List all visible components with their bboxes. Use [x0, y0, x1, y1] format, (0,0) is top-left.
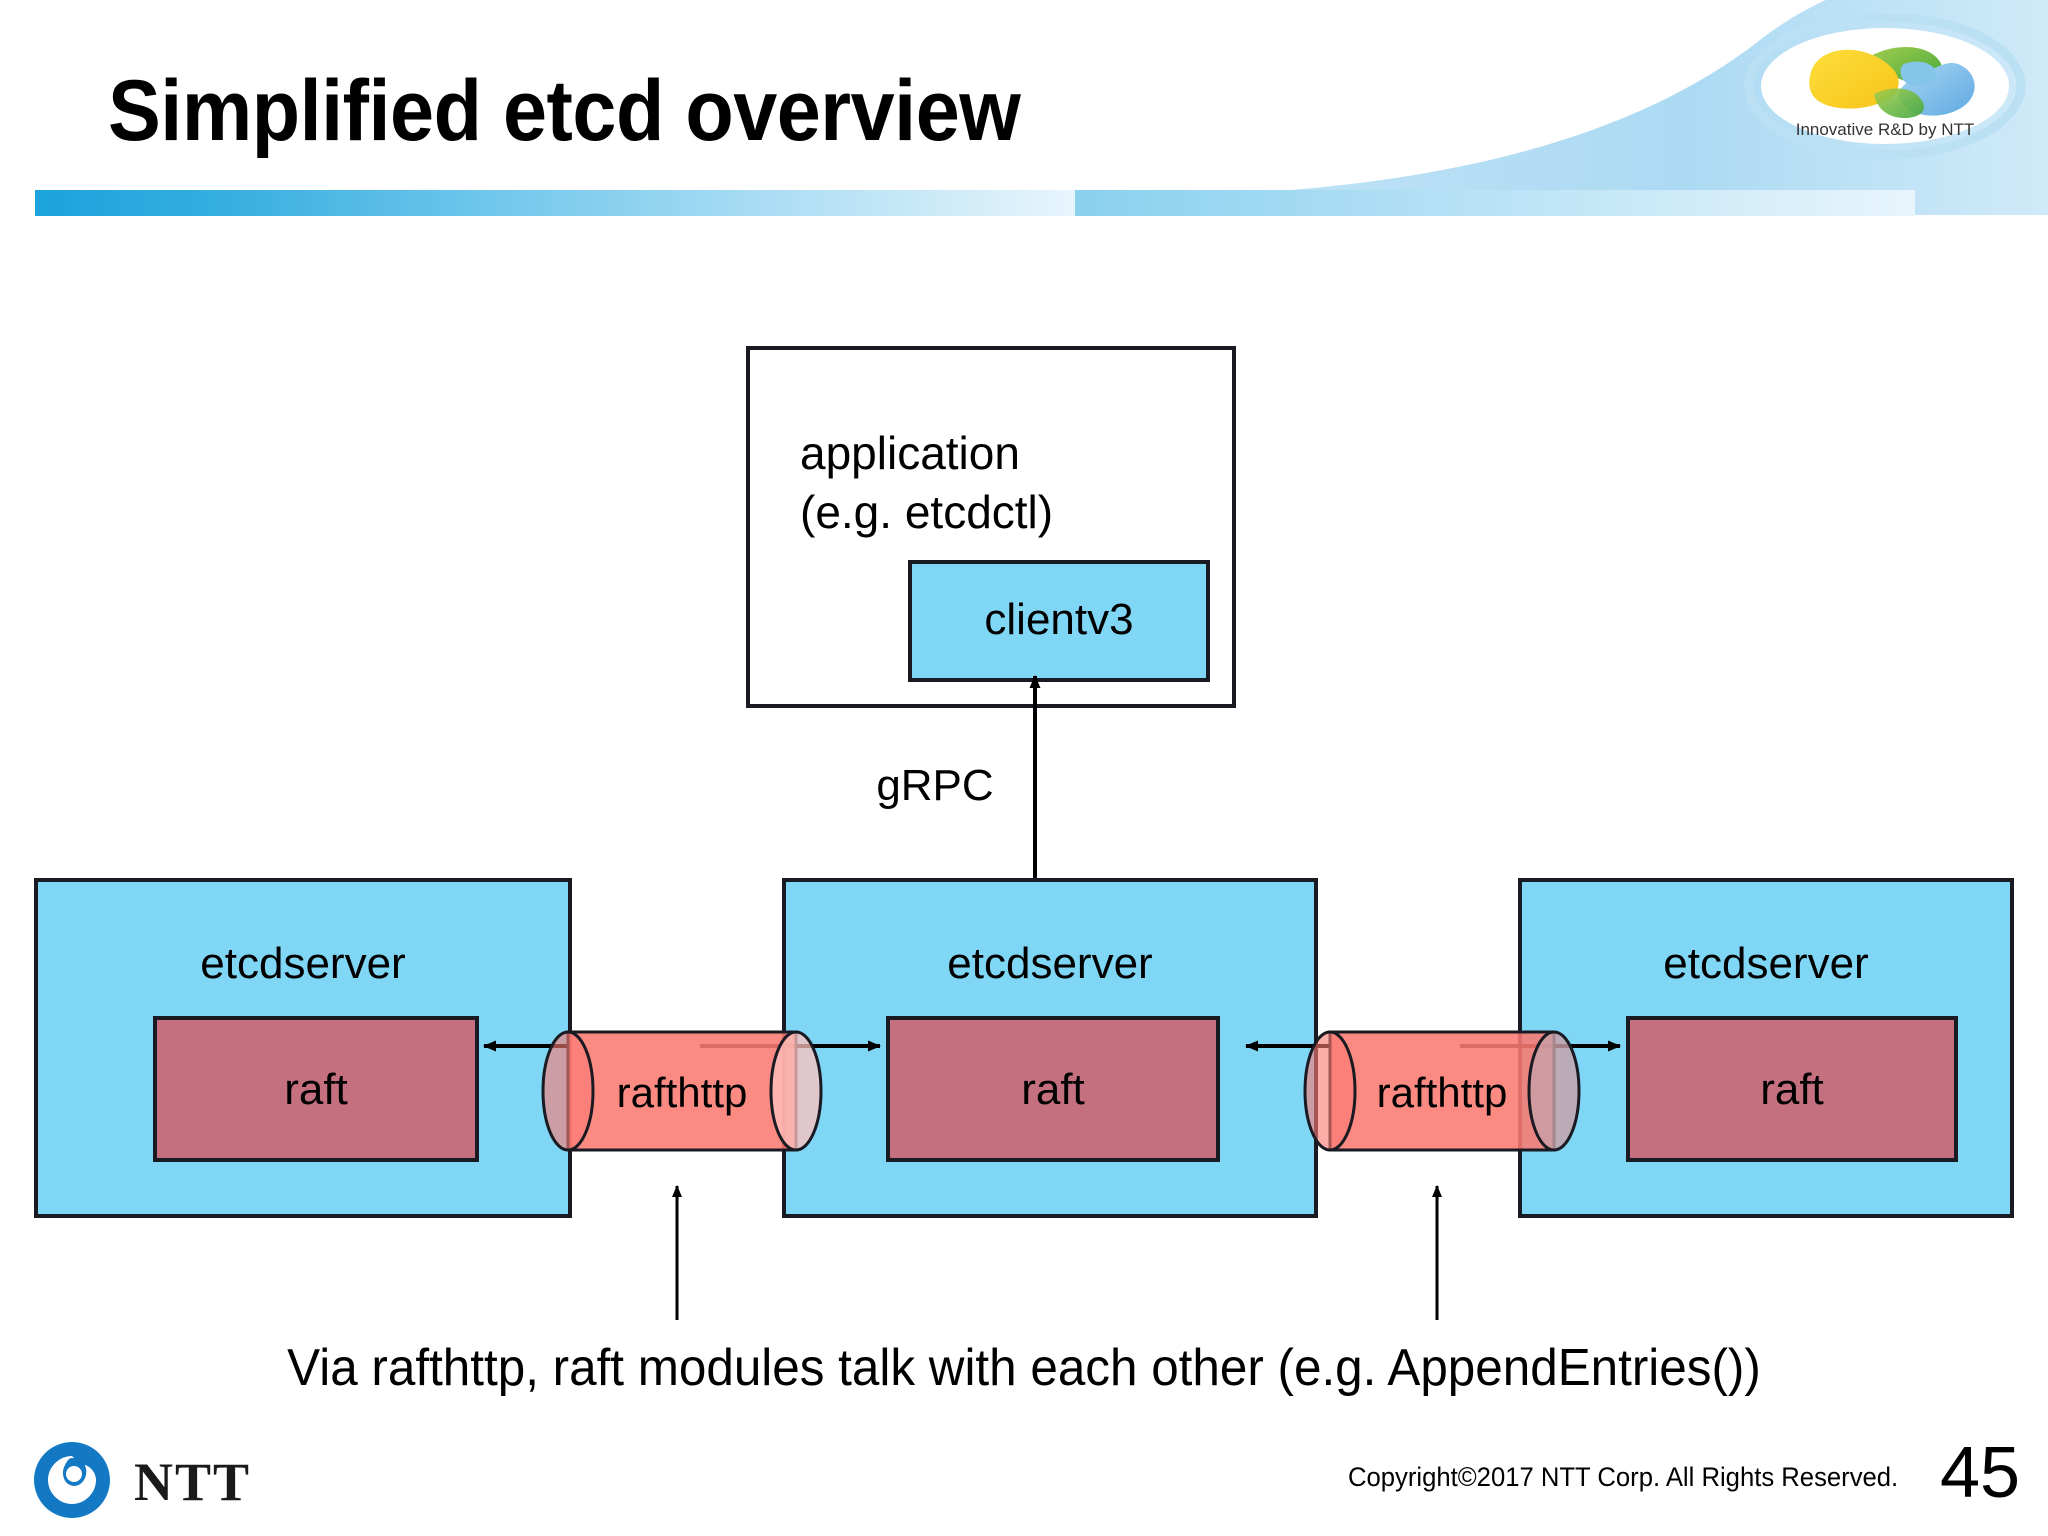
- ntt-mark-icon: [34, 1442, 110, 1518]
- application-label-line1: application: [800, 427, 1020, 479]
- page-number: 45: [1940, 1433, 2021, 1513]
- raft-label-1: raft: [284, 1065, 348, 1114]
- etcdserver-label-3: etcdserver: [1663, 939, 1869, 988]
- clientv3-box: [908, 560, 1210, 682]
- raft-box-3: [1626, 1016, 1958, 1162]
- raft-box-1: [153, 1016, 479, 1162]
- application-box-label: application (e.g. etcdctl): [800, 424, 1053, 542]
- ntt-wordmark: NTT: [134, 1452, 251, 1512]
- application-label-line2: (e.g. etcdctl): [800, 485, 1054, 538]
- innovative-rd-by-ntt-logo: Innovative R&D by NTT: [1744, 14, 2026, 160]
- raft-label-3: raft: [1760, 1065, 1824, 1114]
- diagram-caption: Via rafthttp, raft modules talk with eac…: [287, 1339, 1761, 1397]
- logo-tagline: Innovative R&D by NTT: [1796, 120, 1975, 139]
- etcdserver-label-2: etcdserver: [947, 939, 1153, 988]
- rafthttp-cylinder-1: [541, 1030, 823, 1152]
- slide-header: Simplified etcd overview Innovative R&D …: [0, 0, 2048, 230]
- page-title: Simplified etcd overview: [108, 63, 1021, 159]
- ntt-footer-logo: NTT: [34, 1442, 251, 1518]
- rafthttp-label-1: rafthttp: [616, 1069, 748, 1116]
- rafthttp-cylinder-2: [1303, 1030, 1581, 1152]
- grpc-label: gRPC: [876, 761, 994, 810]
- copyright-text: Copyright©2017 NTT Corp. All Rights Rese…: [1348, 1462, 1899, 1492]
- etcdserver-label-1: etcdserver: [200, 939, 406, 988]
- raft-label-2: raft: [1021, 1065, 1085, 1114]
- clientv3-label: clientv3: [984, 595, 1134, 644]
- rafthttp-label-2: rafthttp: [1376, 1069, 1508, 1116]
- raft-box-2: [886, 1016, 1220, 1162]
